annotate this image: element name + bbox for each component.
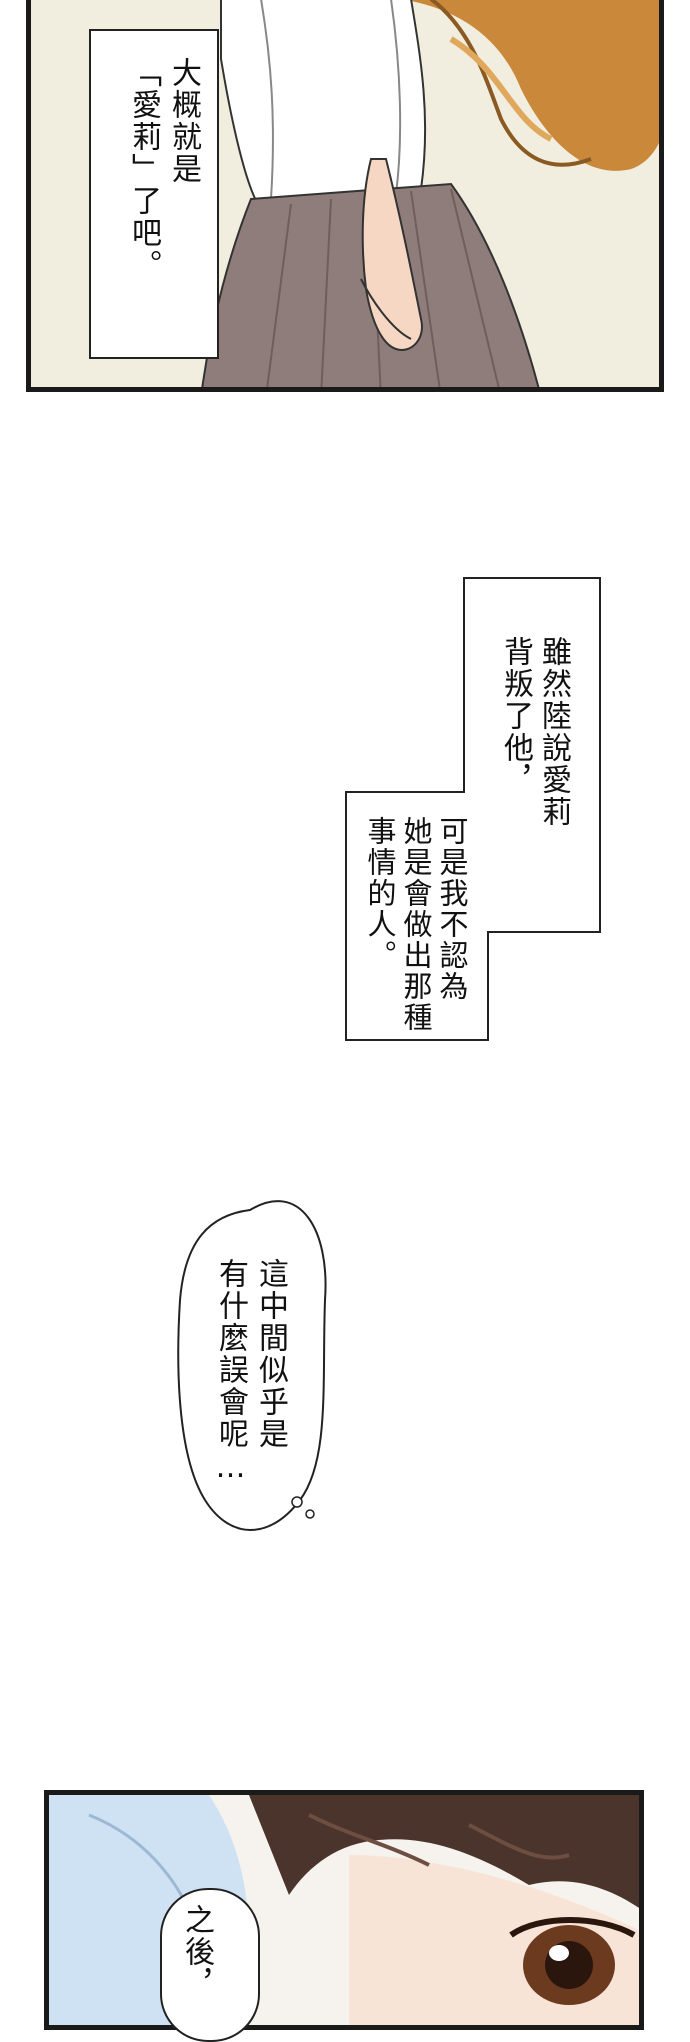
narration-text-middle-lower: 可是我不認為 她是會做出那種 事情的人。	[362, 816, 470, 1036]
character-illustration-bottom	[49, 1795, 639, 2025]
narration-text-top: 大概就是 「愛莉」了吧。	[123, 57, 203, 357]
narration-line: 她是會做出那種	[399, 816, 433, 1033]
speech-bubble-text: 之後，	[179, 1904, 214, 2000]
narration-box-top: 大概就是 「愛莉」了吧。	[89, 29, 219, 359]
narration-box-middle	[177, 577, 601, 1531]
thought-bubble-text: 這中間似乎是 有什麼誤會呢…	[210, 1258, 290, 1508]
thought-line: 這中間似乎是	[253, 1258, 288, 1450]
narration-text-middle-upper: 雖然陸說愛莉 背叛了他，	[496, 636, 572, 896]
thought-bubble-shape	[177, 1200, 327, 1531]
narration-line: 可是我不認為	[435, 816, 469, 1002]
narration-line: 大概就是	[166, 57, 201, 185]
narration-line: 雖然陸說愛莉	[536, 636, 571, 828]
narration-line: 「愛莉」了吧。	[126, 57, 161, 281]
bottom-panel	[44, 1790, 644, 2030]
thought-line: 有什麼誤會呢…	[213, 1258, 248, 1487]
narration-line: 背叛了他，	[498, 636, 533, 796]
top-panel: 大概就是 「愛莉」了吧。	[26, 0, 664, 392]
narration-line: 事情的人。	[363, 816, 397, 971]
